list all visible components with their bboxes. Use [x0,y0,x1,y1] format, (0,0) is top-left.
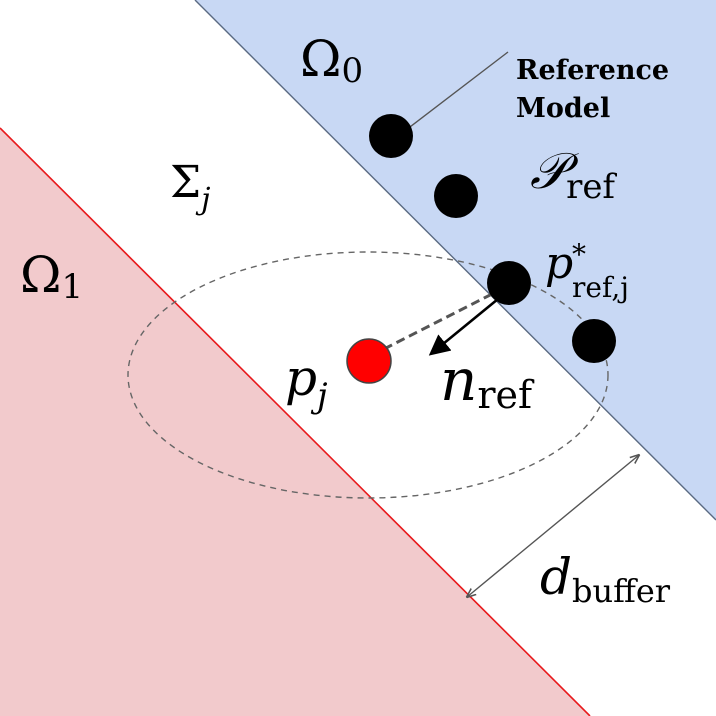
p-ref-star-point [487,261,531,305]
omega1-label: Ω1 [20,246,83,307]
omega1-symbol: Ω [20,246,61,304]
omega0-symbol: Ω [300,30,341,88]
reference-leader-line [405,51,509,131]
d-buffer-subscript: buffer [572,572,671,610]
reference-point [369,114,413,158]
reference-model-title-line1: Reference [516,55,669,86]
n-ref-symbol: n [440,346,477,414]
sigma-j-ellipse [127,251,609,499]
sigma-j-label: Σj [170,157,210,217]
d-buffer-arrow [467,455,639,597]
reference-model-title-line2: Model [516,93,610,124]
sigma-symbol: Σ [170,157,201,208]
n-ref-arrow [428,297,499,356]
p-ref-star-symbol: p [545,238,573,289]
p-j-label: pj [285,349,328,416]
omega1-boundary-line [0,127,591,716]
d-buffer-symbol: d [540,548,572,606]
reference-point [434,174,478,218]
omega0-label: Ω0 [300,30,363,91]
omega1-subscript: 1 [61,267,83,307]
p-j-point [346,338,392,384]
p-ref-set-subscript: ref [566,167,617,207]
d-buffer-label: dbuffer [540,548,671,610]
p-ref-star-superscript: * [572,238,586,271]
omega0-boundary-line [194,0,716,521]
p-ref-star-subscript: ref,j [572,271,629,304]
reference-point [572,319,616,363]
omega0-subscript: 0 [341,51,363,91]
p-j-symbol: p [285,349,317,407]
n-ref-label: nref [440,346,535,417]
n-ref-subscript: ref [477,373,535,417]
projection-dashed-line [383,291,495,351]
